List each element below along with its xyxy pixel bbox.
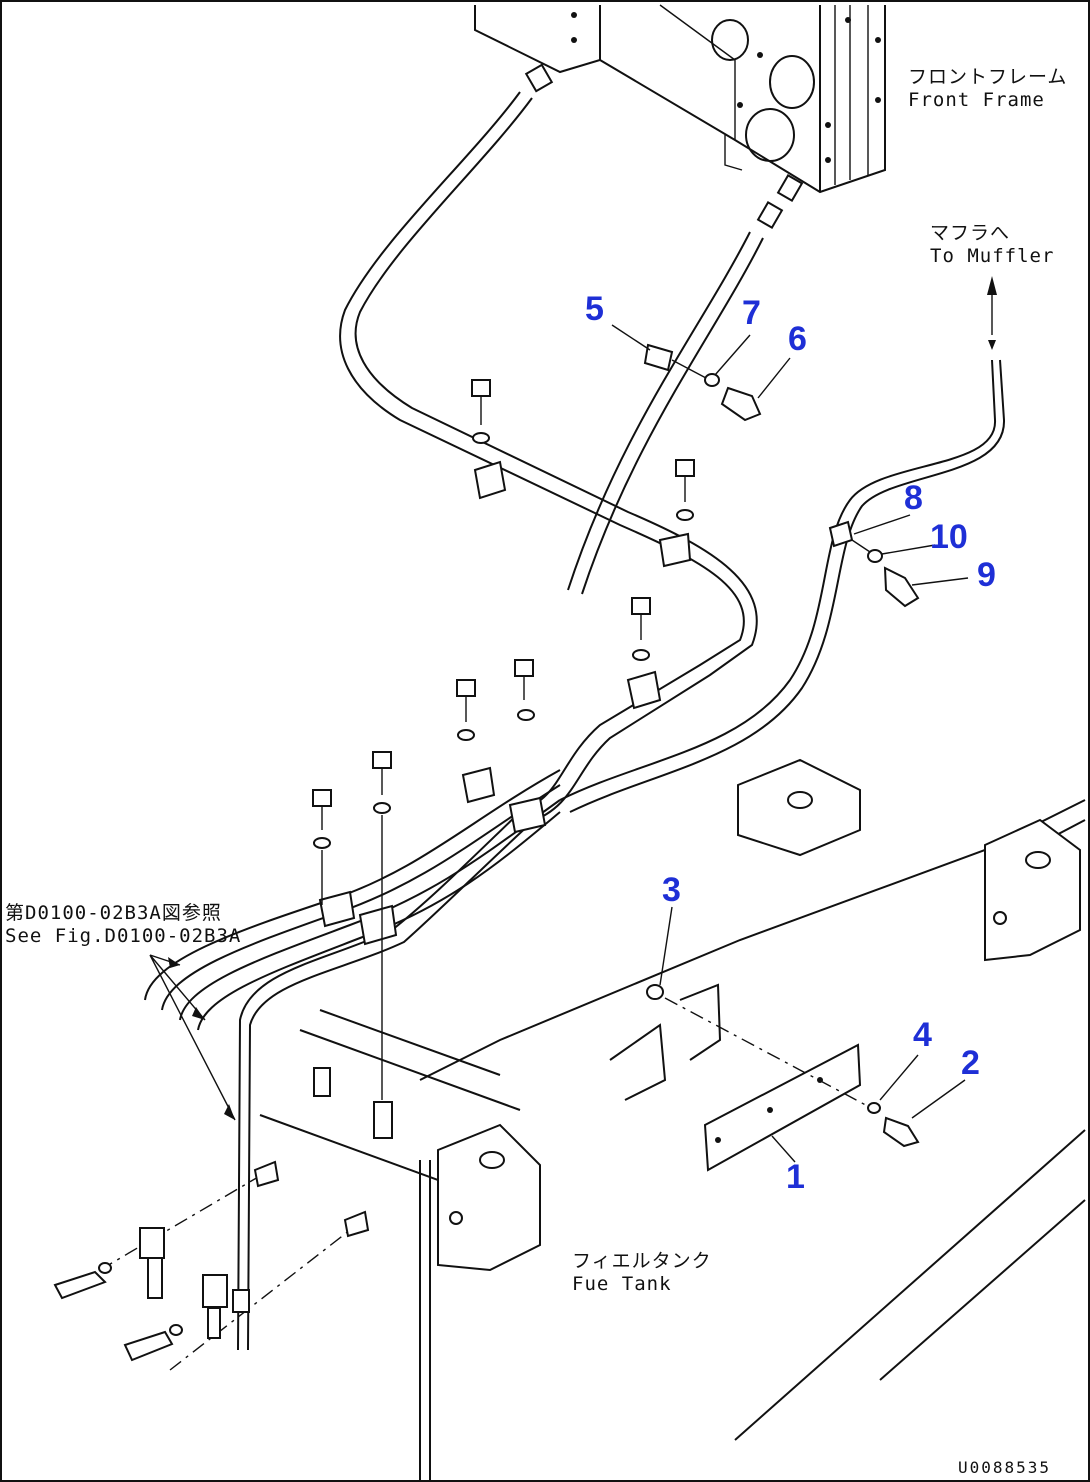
muffler-clamp-bolt [851,539,920,608]
assembly-lines [99,984,920,1371]
fitting-elbows [524,63,804,230]
mounting-bolts [312,379,695,1100]
callout-6: 6 [788,320,807,358]
fuel-tank [259,758,1086,1480]
fuel-tank-label: フィエルタンク Fue Tank [572,1250,712,1296]
drawing-code: U0088535 [958,1458,1052,1477]
fuel-tank-en: Fue Tank [572,1273,672,1295]
callout-10: 10 [930,518,968,556]
muffler-line [559,276,1006,813]
callout-8: 8 [904,479,923,517]
see-fig-en: See Fig.D0100-02B3A [5,925,242,947]
reference-arrows [149,954,236,1121]
to-muffler-jp: マフラへ [930,222,1011,244]
front-frame-en: Front Frame [908,89,1045,111]
fuel-tank-jp: フィエルタンク [572,1250,712,1272]
to-muffler-label: マフラへ To Muffler [930,222,1054,268]
callout-5: 5 [585,290,604,328]
lower-clip-assembly [53,1160,370,1362]
see-fig-label: 第D0100-02B3A図参照 See Fig.D0100-02B3A [5,902,241,948]
callout-3: 3 [662,871,681,909]
drain-hose [567,231,764,595]
see-fig-jp: 第D0100-02B3A図参照 [5,902,222,924]
callout-1: 1 [786,1158,805,1196]
callout-9: 9 [977,556,996,594]
front-frame-jp: フロントフレーム [908,66,1068,88]
to-muffler-en: To Muffler [930,245,1055,267]
front-frame-housing [474,4,886,194]
callout-leaders [611,324,969,1163]
callout-4: 4 [913,1016,932,1054]
callout-2: 2 [961,1044,980,1082]
callout-7: 7 [742,294,761,332]
front-frame-label: フロントフレーム Front Frame [908,66,1067,112]
clamp-bolt-assembly [671,359,762,422]
hose-clamps [318,343,854,946]
loop-hose [339,91,758,823]
